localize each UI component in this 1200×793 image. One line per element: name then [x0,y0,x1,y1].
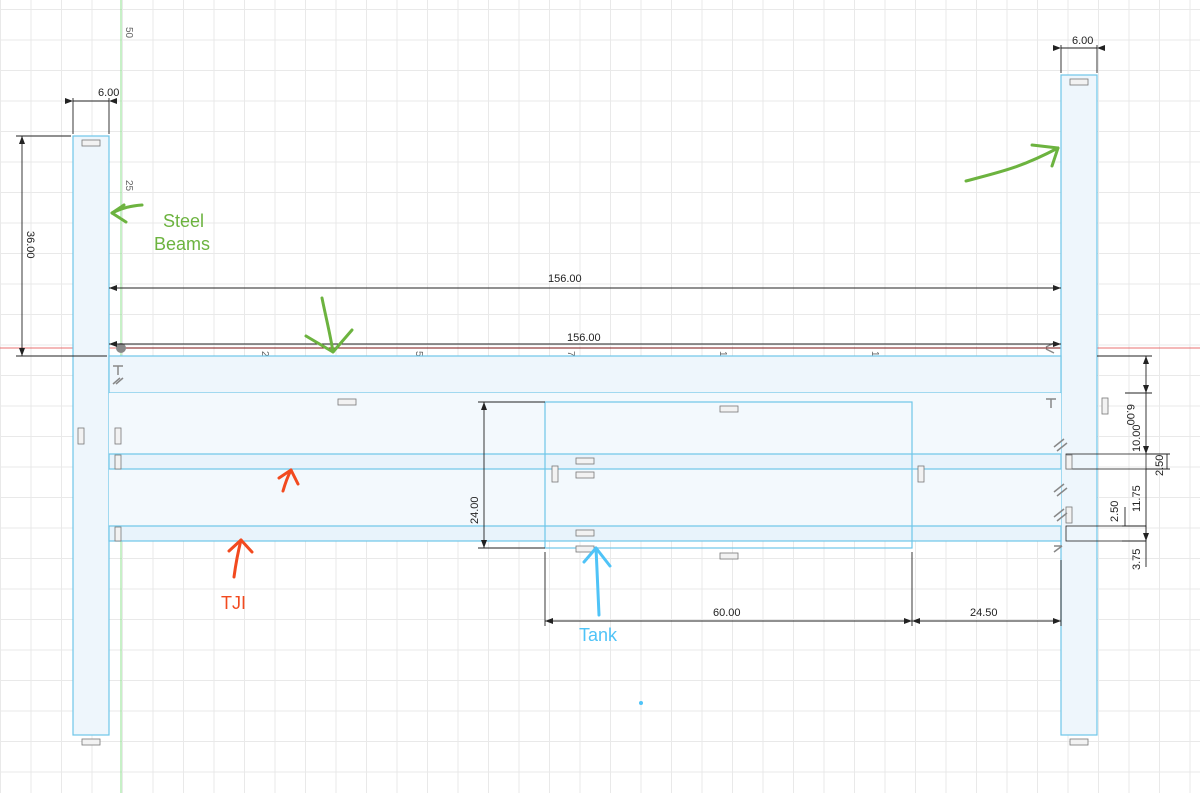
dim-tank-offset[interactable]: 24.50 [970,607,998,619]
dim-right-6[interactable]: 6.00 [1124,404,1136,425]
steel-beams-label-line2: Beams [154,234,210,254]
origin-point [116,343,126,353]
dim-tank-depth[interactable]: 24.00 [469,496,481,524]
dim-right-beam-width[interactable]: 6.00 [1072,35,1093,47]
tji-label: TJI [221,593,246,613]
tank-label: Tank [579,625,618,645]
tji-top-band[interactable] [108,355,1062,394]
dim-left-beam-width[interactable]: 6.00 [98,87,119,99]
dim-tank-length[interactable]: 60.00 [713,607,741,619]
steel-beams-label-line1: Steel [163,211,204,231]
tank-rect[interactable] [544,401,913,549]
stray-point [639,701,643,705]
dim-right-11-75[interactable]: 11.75 [1131,485,1143,512]
constraint-glyphs [77,78,1109,746]
right-steel-beam[interactable] [1060,74,1098,736]
red-arrows [227,468,300,579]
dim-right-10[interactable]: 10.00 [1131,424,1143,452]
dim-tji-length[interactable]: 156.00 [567,332,601,344]
perpendicular-glyphs [112,342,1068,553]
dim-right-2-5-bottom[interactable]: 2.50 [1109,501,1121,522]
dim-right-2-5-top[interactable]: 2.50 [1154,455,1166,476]
dimension-arrows [19,45,1149,624]
cyan-arrow [582,546,612,617]
ruler-label-v50: 50 [123,27,134,39]
green-arrows [110,143,1060,354]
ruler-label-v25: 25 [123,180,134,192]
dim-beam-span[interactable]: 156.00 [548,273,582,285]
dim-right-3-75[interactable]: 3.75 [1131,549,1143,570]
dimension-lines [16,45,1170,626]
dim-left-beam-height[interactable]: 36.00 [24,231,36,259]
